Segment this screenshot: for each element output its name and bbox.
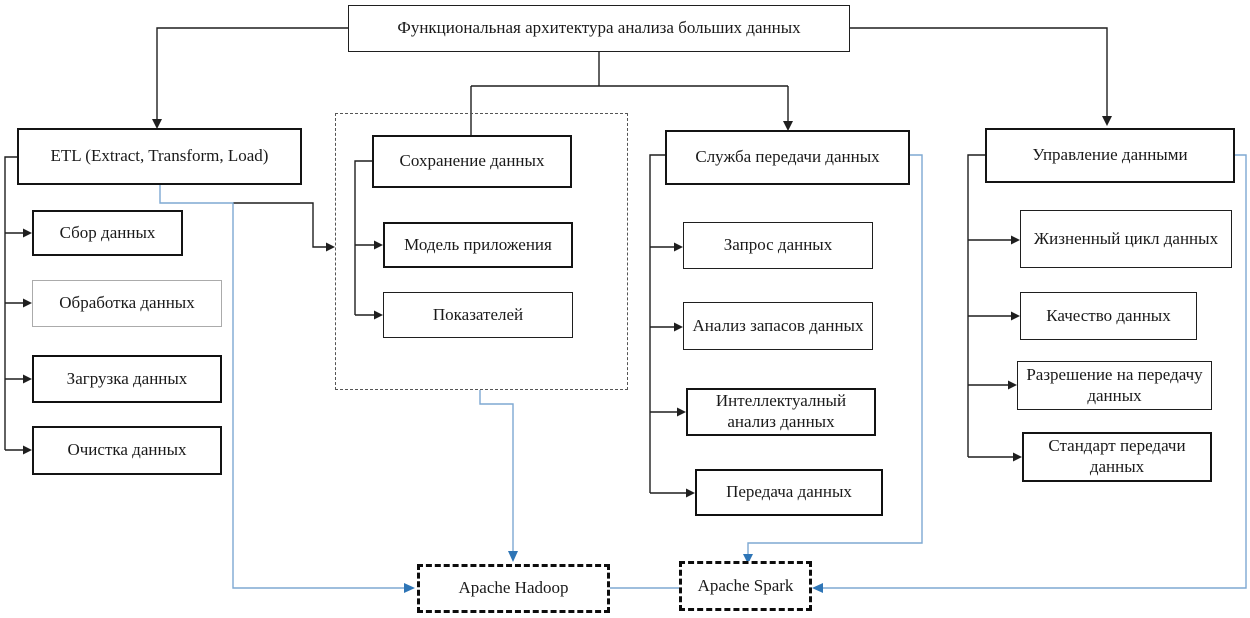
arrowhead-app-model <box>374 240 383 250</box>
node-etl-header: ETL (Extract, Transform, Load) <box>17 128 302 185</box>
arrowhead-hadoop-left <box>404 583 415 593</box>
node-indicators: Показателей <box>383 292 573 338</box>
connector-etl-tree <box>4 156 25 451</box>
black-connectors <box>4 27 1108 494</box>
connector-management-to-spark <box>823 154 1247 589</box>
connector-title-to-management <box>850 27 1108 118</box>
node-data-transfer-standard: Стандарт передачи данных <box>1022 432 1212 482</box>
node-title: Функциональная архитектура анализа больш… <box>348 5 850 52</box>
arrowhead-stock-analysis <box>674 322 683 332</box>
storage-group-frame <box>335 113 628 390</box>
connector-transfer-tree <box>649 154 688 494</box>
node-apache-spark: Apache Spark <box>679 561 812 611</box>
node-data-request: Запрос данных <box>683 222 873 269</box>
node-data-transfer-permission: Разрешение на передачу данных <box>1017 361 1212 410</box>
node-data-quality: Качество данных <box>1020 292 1197 340</box>
connector-storage-tree <box>354 160 376 316</box>
connector-title-bottom-trunk <box>471 52 788 87</box>
connector-management-tree <box>967 154 1015 458</box>
node-data-stock-analysis: Анализ запасов данных <box>683 302 873 350</box>
connector-etl-to-hadoop <box>159 185 405 589</box>
arrowhead-indicators <box>374 310 383 320</box>
arrowhead-standard <box>1013 452 1022 462</box>
arrowhead-item-processing <box>23 298 32 308</box>
arrowhead-hadoop-top <box>508 551 518 562</box>
node-data-cleaning: Очистка данных <box>32 426 222 475</box>
node-apache-hadoop: Apache Hadoop <box>417 564 610 613</box>
node-data-storage: Сохранение данных <box>372 135 572 188</box>
arrowhead-data-transfer <box>686 488 695 498</box>
arrowhead-item-loading <box>23 374 32 384</box>
arrowhead-quality <box>1011 311 1020 321</box>
connector-title-to-etl <box>156 27 348 121</box>
arrowhead-lifecycle <box>1011 235 1020 245</box>
node-data-collection: Сбор данных <box>32 210 183 256</box>
connector-storage-to-hadoop <box>479 390 514 552</box>
connector-transfer-to-spark <box>747 154 923 555</box>
node-application-model: Модель приложения <box>383 222 573 268</box>
node-data-mining: Интеллектуалный анализ данных <box>686 388 876 436</box>
node-data-transfer: Передача данных <box>695 469 883 516</box>
node-data-loading: Загрузка данных <box>32 355 222 403</box>
arrowhead-spark-top <box>743 554 753 564</box>
blue-arrowheads <box>404 551 823 593</box>
blue-connectors <box>159 154 1247 589</box>
arrowhead-item-collection <box>23 228 32 238</box>
connector-etl-to-storage-group <box>233 202 327 248</box>
arrowhead-item-cleaning <box>23 445 32 455</box>
node-data-processing: Обработка данных <box>32 280 222 327</box>
black-arrowheads <box>23 116 1112 498</box>
arrowhead-data-mining <box>677 407 686 417</box>
arrowhead-management-top <box>1102 116 1112 126</box>
node-data-lifecycle: Жизненный цикл данных <box>1020 210 1232 268</box>
node-data-management-header: Управление данными <box>985 128 1235 183</box>
arrowhead-data-request <box>674 242 683 252</box>
arrowhead-permission <box>1008 380 1017 390</box>
arrowhead-storage-group <box>326 242 335 252</box>
arrowhead-transfer-top <box>783 121 793 131</box>
arrowhead-spark-right <box>812 583 823 593</box>
node-transfer-service-header: Служба передачи данных <box>665 130 910 185</box>
arrowhead-etl-top <box>152 119 162 129</box>
